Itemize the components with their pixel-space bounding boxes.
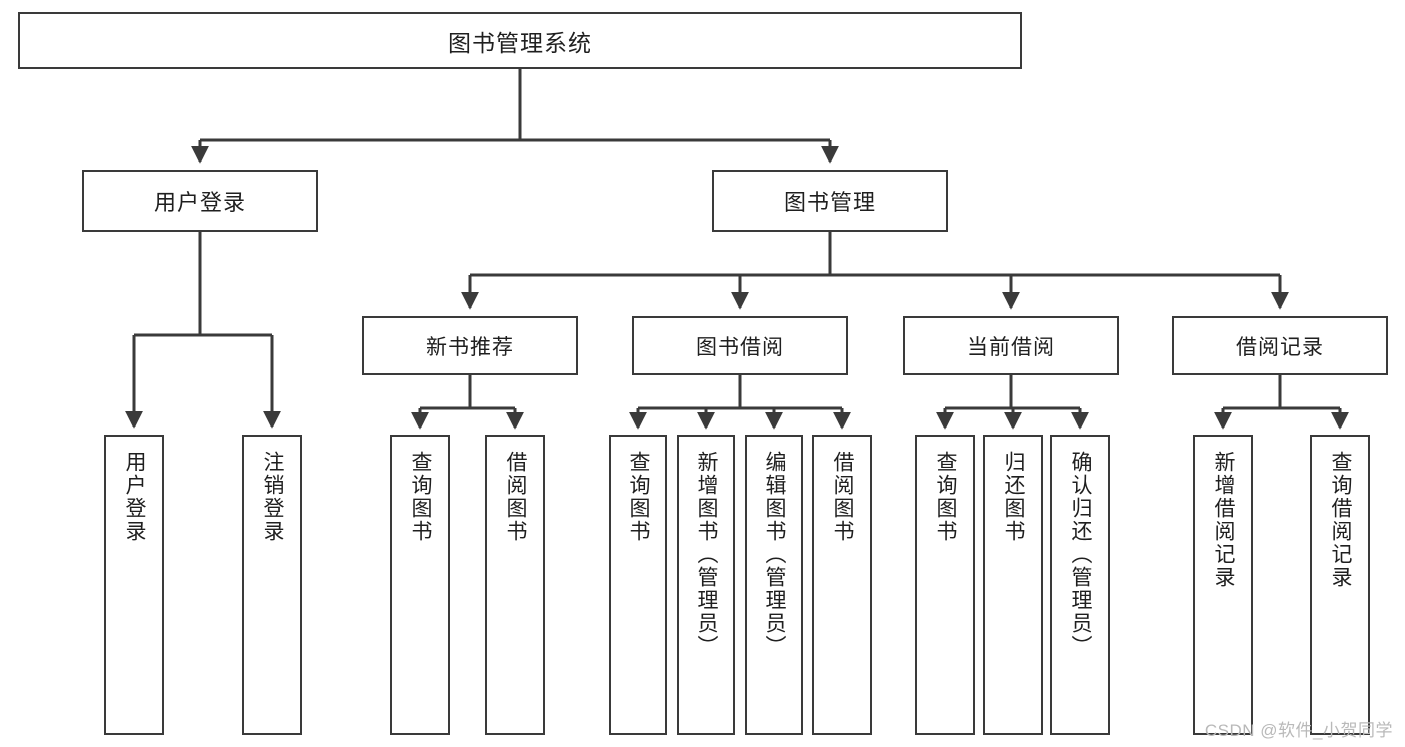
- leaf-query-borrow-record[interactable]: 查询借阅记录: [1310, 435, 1370, 735]
- leaf-return-book-label: 归还图书: [1002, 451, 1026, 543]
- node-root-label: 图书管理系统: [448, 29, 592, 56]
- node-new-book-recommend-label: 新书推荐: [426, 335, 514, 359]
- leaf-add-book-admin-label: 新增图书（管理员）: [695, 451, 719, 658]
- node-root[interactable]: 图书管理系统: [18, 12, 1022, 69]
- node-borrow-record-label: 借阅记录: [1236, 335, 1324, 359]
- leaf-borrow-book[interactable]: 借阅图书: [812, 435, 872, 735]
- leaf-user-login-label: 用户登录: [123, 451, 147, 543]
- node-current-borrow[interactable]: 当前借阅: [903, 316, 1119, 375]
- leaf-borrow-book-recommend[interactable]: 借阅图书: [485, 435, 545, 735]
- node-user-login-label: 用户登录: [153, 190, 246, 215]
- leaf-edit-book-admin-label: 编辑图书（管理员）: [763, 451, 787, 658]
- leaf-borrow-book-label: 借阅图书: [831, 451, 855, 543]
- leaf-user-login[interactable]: 用户登录: [104, 435, 164, 735]
- leaf-user-logout-label: 注销登录: [261, 451, 285, 543]
- leaf-return-book[interactable]: 归还图书: [983, 435, 1043, 735]
- node-book-borrow[interactable]: 图书借阅: [632, 316, 848, 375]
- node-book-management-label: 图书管理: [783, 190, 876, 215]
- node-book-management[interactable]: 图书管理: [712, 170, 948, 232]
- node-book-borrow-label: 图书借阅: [696, 335, 784, 359]
- csdn-watermark: CSDN @软件_小贺同学: [1204, 721, 1393, 740]
- leaf-confirm-return-admin-label: 确认归还（管理员）: [1069, 451, 1093, 658]
- leaf-query-borrow-record-label: 查询借阅记录: [1329, 451, 1353, 589]
- leaf-query-book-recommend[interactable]: 查询图书: [390, 435, 450, 735]
- leaf-query-book-current[interactable]: 查询图书: [915, 435, 975, 735]
- leaf-user-logout[interactable]: 注销登录: [242, 435, 302, 735]
- leaf-borrow-book-recommend-label: 借阅图书: [504, 451, 528, 543]
- leaf-add-book-admin[interactable]: 新增图书（管理员）: [677, 435, 735, 735]
- leaf-query-book-recommend-label: 查询图书: [409, 451, 433, 543]
- leaf-edit-book-admin[interactable]: 编辑图书（管理员）: [745, 435, 803, 735]
- node-user-login[interactable]: 用户登录: [82, 170, 318, 232]
- leaf-query-book-borrow-label: 查询图书: [627, 451, 651, 543]
- node-borrow-record[interactable]: 借阅记录: [1172, 316, 1388, 375]
- leaf-query-book-borrow[interactable]: 查询图书: [609, 435, 667, 735]
- leaf-add-borrow-record-label: 新增借阅记录: [1212, 451, 1236, 589]
- leaf-add-borrow-record[interactable]: 新增借阅记录: [1193, 435, 1253, 735]
- node-new-book-recommend[interactable]: 新书推荐: [362, 316, 578, 375]
- leaf-confirm-return-admin[interactable]: 确认归还（管理员）: [1050, 435, 1110, 735]
- leaf-query-book-current-label: 查询图书: [934, 451, 958, 543]
- node-current-borrow-label: 当前借阅: [967, 335, 1055, 359]
